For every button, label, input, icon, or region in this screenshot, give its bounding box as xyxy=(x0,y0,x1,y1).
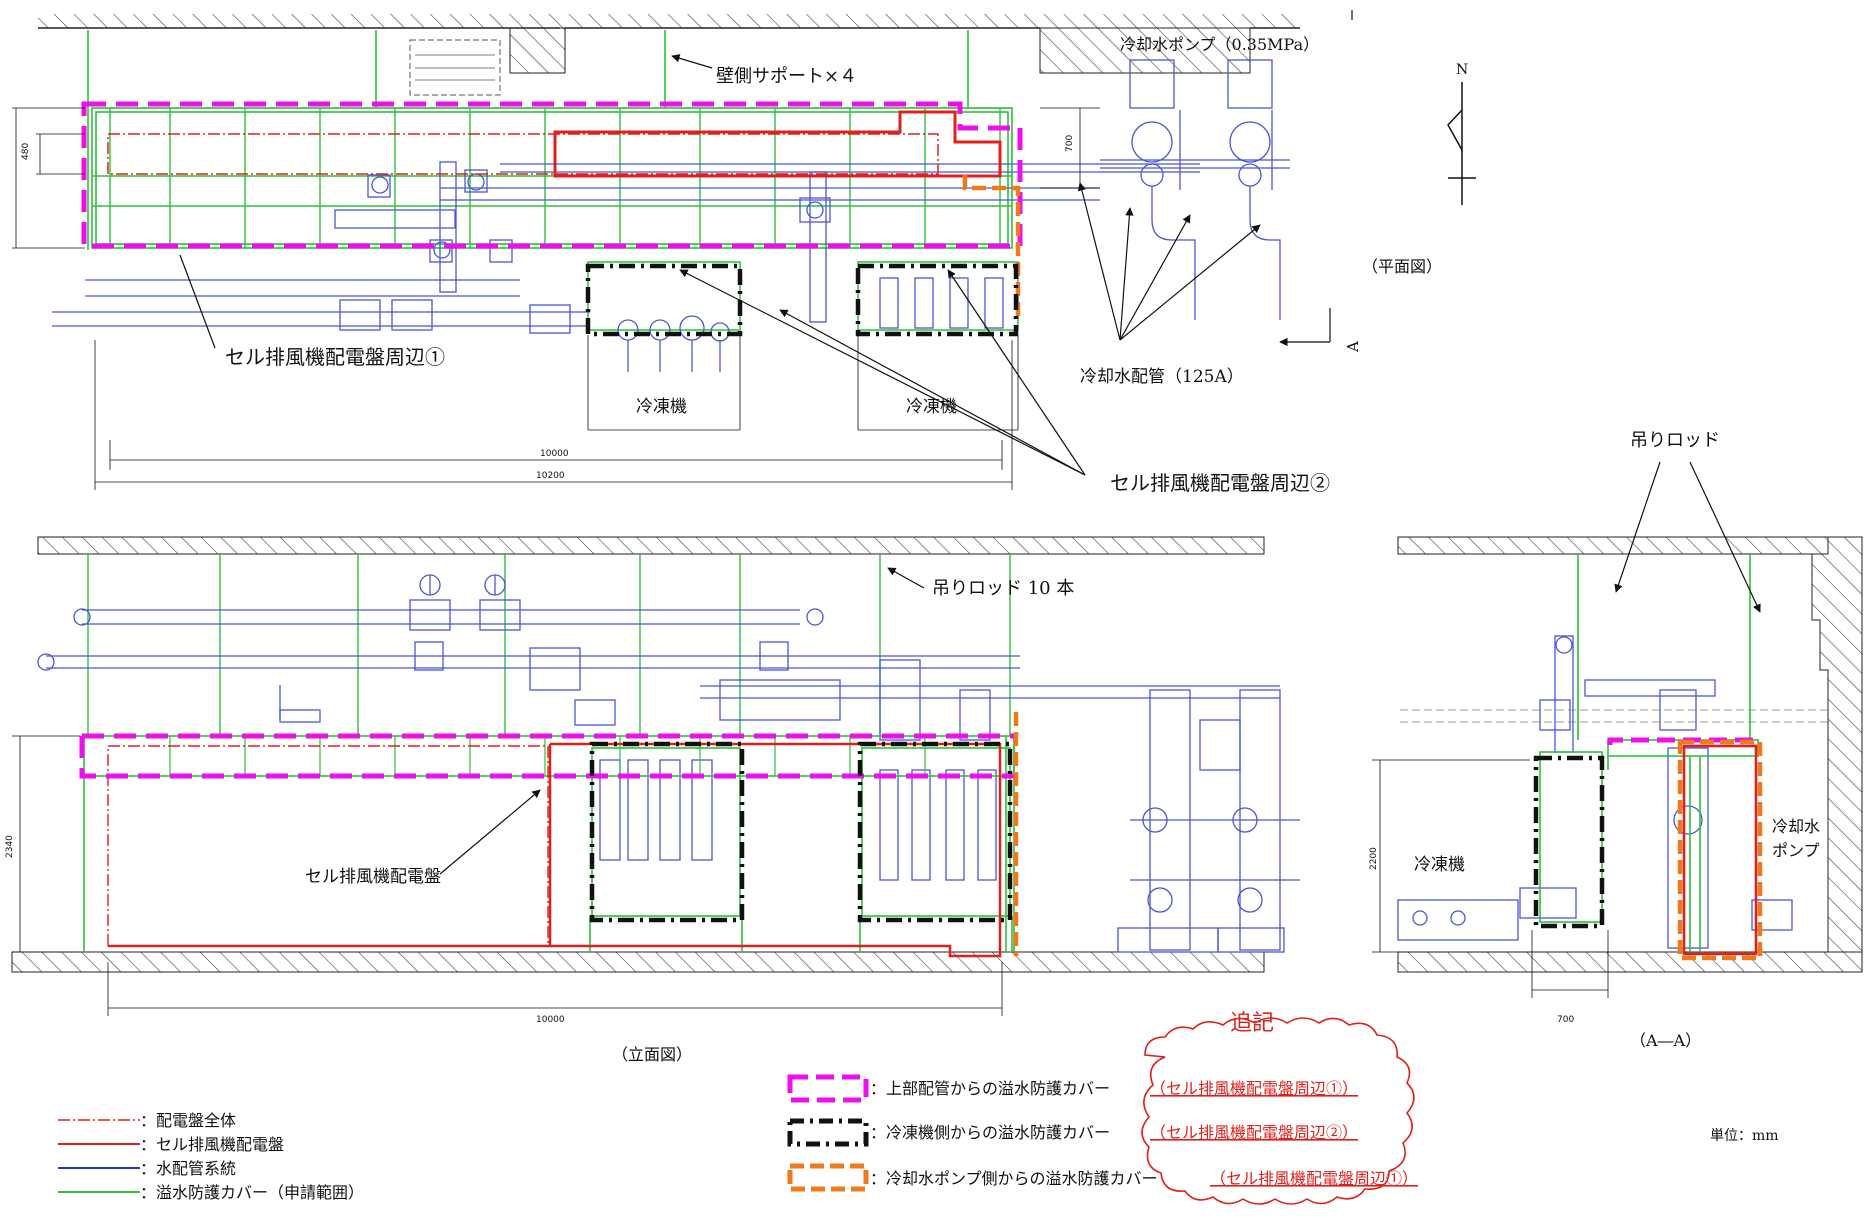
section-black-cover xyxy=(1533,755,1605,929)
label-pipe: 冷却水配管（125A） xyxy=(1080,367,1244,387)
addendum-note-1: （セル排風機配電盤周辺①） xyxy=(1150,1079,1358,1098)
plan-magenta-cover xyxy=(81,101,1023,249)
addendum-title: 追記 xyxy=(1230,1011,1274,1036)
label-panel: セル排風機配電盤 xyxy=(305,867,441,887)
dim-2200: 2200 xyxy=(1369,847,1379,870)
plan-cover-posts xyxy=(109,108,1001,248)
legend-water-pipe: ：水配管系統 xyxy=(140,1159,236,1178)
legend-panel-all: ：配電盤全体 xyxy=(140,1111,236,1130)
addendum-cloud: 追記 （セル排風機配電盤周辺①） （セル排風機配電盤周辺②） （セル排風機配電盤… xyxy=(1141,1011,1418,1205)
elevation-water-pipes xyxy=(37,574,1300,953)
addendum-note-2: （セル排風機配電盤周辺②） xyxy=(1150,1123,1358,1142)
label-rods-10: 吊りロッド 10 本 xyxy=(932,578,1074,599)
plan-water-pipes xyxy=(52,59,1290,372)
label-chiller-section: 冷凍機 xyxy=(1414,855,1465,875)
plan-wall-hatch xyxy=(38,14,1300,74)
dim-10200: 10200 xyxy=(536,471,565,481)
label-chiller-plan-2: 冷凍機 xyxy=(906,397,957,417)
label-area1: セル排風機配電盤周辺① xyxy=(225,345,445,369)
elevation-caption: （立面図） xyxy=(612,1045,692,1064)
legend-orange: ：冷却水ポンプ側からの溢水防護カバー xyxy=(870,1169,1158,1188)
dim-2340: 2340 xyxy=(5,835,15,858)
plan-view: 480 700 10000 10200 N 壁側サポート×４ 冷却水ポンプ（ xyxy=(12,10,1476,495)
section-caption: （A―A） xyxy=(1630,1031,1701,1050)
legend-cover: ：溢水防護カバー（申請範囲） xyxy=(140,1183,364,1202)
hanger-rods xyxy=(87,554,1011,736)
section-orange-cover xyxy=(1677,739,1763,961)
section-cover-frame xyxy=(1400,554,1828,952)
addendum-note-3: （セル排風機配電盤周辺①） xyxy=(1210,1169,1418,1188)
dim-10000-elevation: 10000 xyxy=(536,1015,565,1025)
north-arrow xyxy=(1447,82,1476,205)
legend-magenta: ：上部配管からの溢水防護カバー xyxy=(870,1079,1110,1098)
section-view: 2200 700 吊りロッド 冷凍機 冷却水 ポンプ （A―A） xyxy=(1369,430,1863,1050)
dim-700-section: 700 xyxy=(1557,1015,1574,1025)
label-pump-section-2: ポンプ xyxy=(1772,841,1820,860)
legend-left: ：配電盤全体 ：セル排風機配電盤 ：水配管系統 ：溢水防護カバー（申請範囲） xyxy=(58,1111,364,1202)
elevation-magenta-cover xyxy=(79,733,1018,779)
unit-label: 単位：mm xyxy=(1710,1128,1779,1144)
label-pump-section-1: 冷却水 xyxy=(1772,817,1820,836)
section-pipes xyxy=(1397,635,1793,949)
label-area2: セル排風機配電盤周辺② xyxy=(1110,471,1330,495)
label-rod-section: 吊りロッド xyxy=(1630,430,1720,451)
legend-black: ：冷凍機側からの溢水防護カバー xyxy=(870,1123,1110,1142)
section-mark-a: A xyxy=(1344,341,1362,353)
label-pump: 冷却水ポンプ（0.35MPa） xyxy=(1120,35,1319,54)
legend-right: ：上部配管からの溢水防護カバー ：冷凍機側からの溢水防護カバー ：冷却水ポンプ側… xyxy=(787,1074,1158,1192)
dim-480: 480 xyxy=(21,143,31,160)
label-chiller-plan-1: 冷凍機 xyxy=(636,397,687,417)
legend-panel-fan: ：セル排風機配電盤 xyxy=(140,1135,284,1154)
dim-700-plan: 700 xyxy=(1065,135,1075,152)
plan-orange-cover xyxy=(962,175,1021,318)
label-wall-support: 壁側サポート×４ xyxy=(716,66,857,87)
elevation-black-covers xyxy=(589,741,1013,923)
plan-panel-outline xyxy=(107,110,1002,178)
north-label: N xyxy=(1456,62,1468,78)
dim-10000-plan: 10000 xyxy=(540,449,569,459)
section-red-panel xyxy=(1682,744,1758,956)
plan-caption: （平面図） xyxy=(1362,257,1442,276)
elevation-view: 2340 10000 吊りロッド 10 本 セル排風機配電盤 （立面図） xyxy=(5,536,1300,1064)
